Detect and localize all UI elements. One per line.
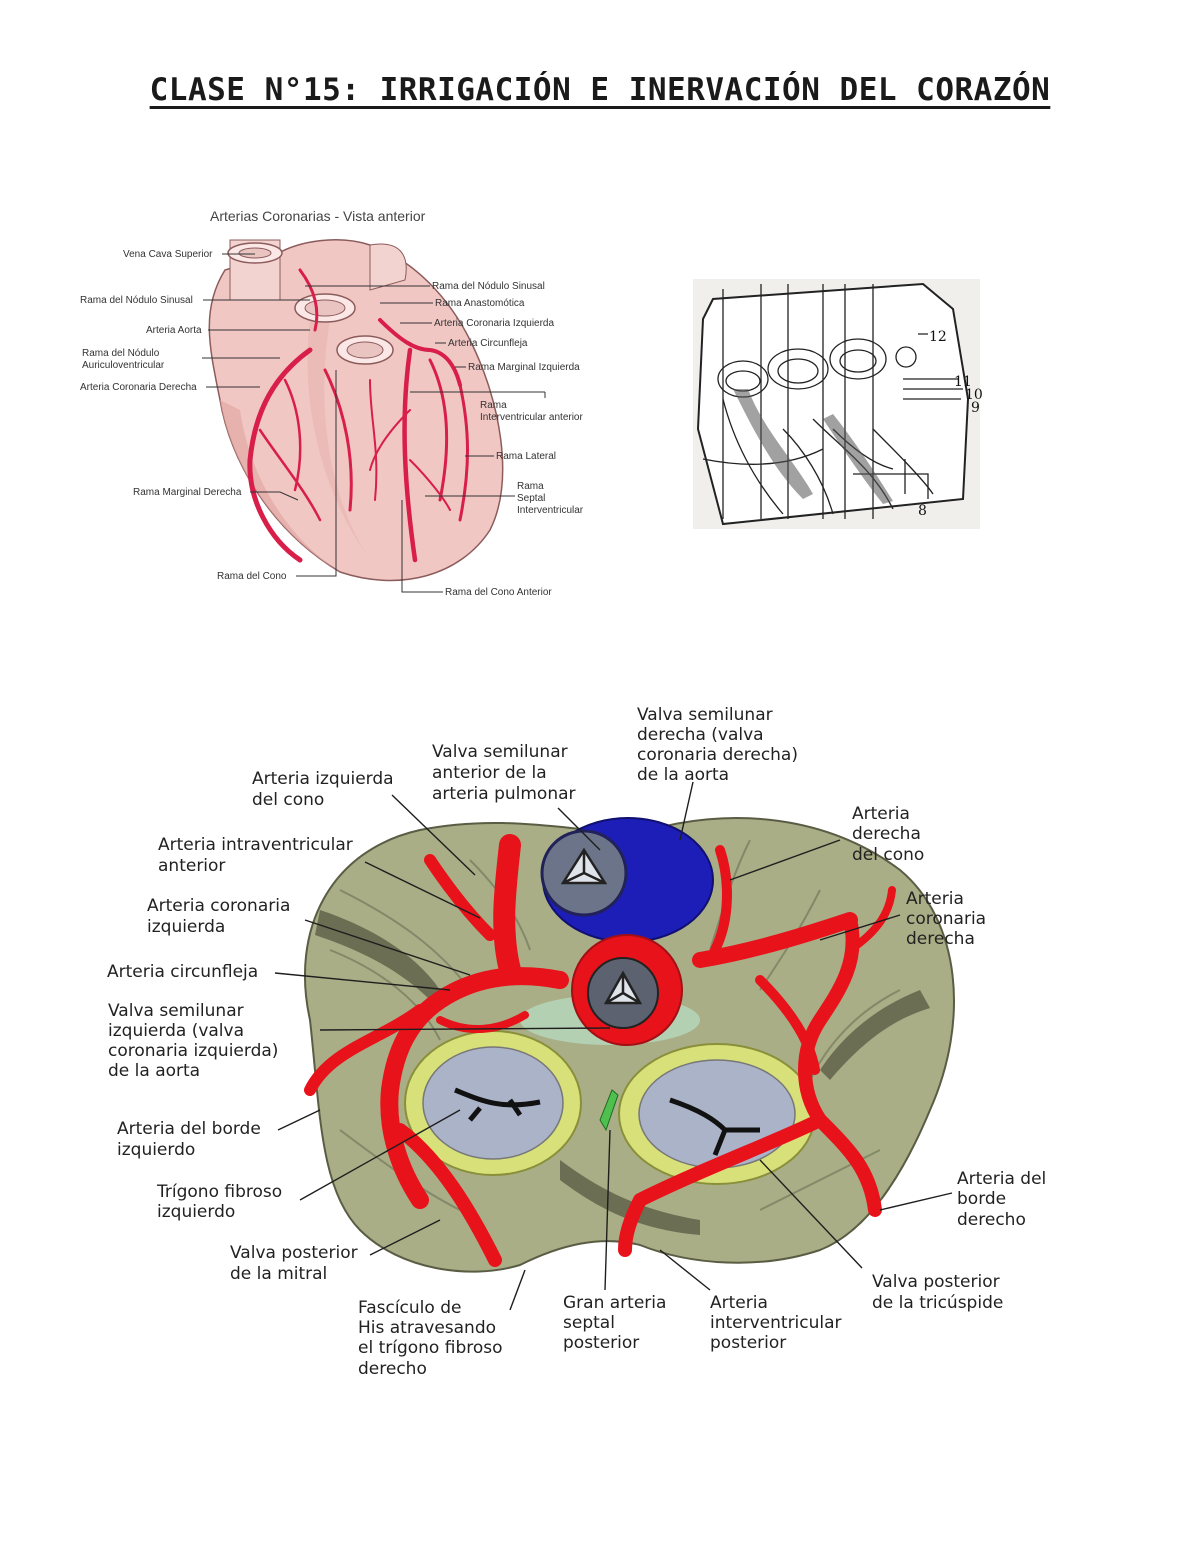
label-vena-cava-superior: Vena Cava Superior (123, 249, 213, 260)
label-rama-iv-1: Rama (480, 400, 507, 411)
label-rama-iv-2: Interventricular anterior (480, 412, 583, 423)
figure1-left-labels: Vena Cava Superior Rama del Nódulo Sinus… (80, 249, 287, 582)
label-arteria-coronaria-izquierda: Arteria Coronaria Izquierda (434, 318, 554, 329)
figure2-numbers: 12 11 10 9 8 (918, 329, 983, 519)
label-arteria-borde-derecho: Arteria del borde derecho (957, 1169, 1052, 1230)
label-rama-anastomotica: Rama Anastomótica (435, 298, 525, 309)
label-trigono-fibroso-izquierdo: Trígono fibroso izquierdo (156, 1182, 288, 1222)
label-arteria-interventricular-posterior: Arteria interventricular posterior (710, 1293, 847, 1353)
figure1-right-labels: Rama del Nódulo Sinusal Rama Anastomótic… (432, 281, 584, 598)
label-arteria-aorta: Arteria Aorta (146, 325, 202, 336)
label-arteria-derecha-cono: Arteria derecha del cono (852, 804, 926, 865)
label-gran-arteria-septal: Gran arteria septal posterior (563, 1293, 672, 1353)
label-fasciculo-his: Fascículo de His atravesando el trígono … (358, 1298, 508, 1379)
label-valva-semilunar-izquierda: Valva semilunar izquierda (valva coronar… (108, 1001, 284, 1081)
label-arteria-borde-izquierdo: Arteria del borde izquierdo (117, 1119, 266, 1160)
label-rama-septal-3: Interventricular (517, 505, 584, 516)
label-rama-del-cono: Rama del Cono (217, 571, 287, 582)
label-arteria-intraventricular-anterior: Arteria intraventricular anterior (158, 835, 358, 876)
label-valva-posterior-mitral: Valva posterior de la mitral (230, 1243, 363, 1284)
label-rama-nodulo-av-1: Rama del Nódulo (82, 348, 160, 359)
label-arteria-izquierda-cono: Arteria izquierda del cono (252, 769, 399, 810)
number-8: 8 (918, 503, 927, 519)
label-arteria-coronaria-derecha-f3: Arteria coronaria derecha (906, 889, 992, 949)
coronary-arteries-figure: Arterias Coronarias - Vista anterior Ven… (80, 208, 584, 598)
figure3-bottom-labels: Fascículo de His atravesando el trígono … (358, 1293, 847, 1379)
page-title: CLASE N°15: IRRIGACIÓN E INERVACIÓN DEL … (149, 72, 1051, 108)
figure1-title: Arterias Coronarias - Vista anterior (210, 208, 426, 224)
figure3-top-labels: Valva semilunar anterior de la arteria p… (432, 705, 803, 804)
label-arteria-coronaria-izquierda-f3: Arteria coronaria izquierda (147, 896, 296, 937)
label-rama-septal-2: Septal (517, 493, 545, 504)
label-arteria-circunfleja-f3: Arteria circunfleja (107, 962, 258, 982)
label-rama-septal-1: Rama (517, 481, 544, 492)
label-rama-nodulo-sinusal-left: Rama del Nódulo Sinusal (80, 295, 193, 306)
label-valva-posterior-tricuspide: Valva posterior de la tricúspide (872, 1272, 1005, 1313)
number-12: 12 (929, 329, 947, 345)
figure3-right-labels: Arteria derecha del cono Arteria coronar… (852, 804, 1052, 1313)
label-rama-marginal-izquierda: Rama Marginal Izquierda (468, 362, 580, 373)
label-arteria-circunfleja: Arteria Circunfleja (448, 338, 528, 349)
number-10: 10 (965, 387, 983, 403)
number-11: 11 (954, 374, 972, 390)
heart-base-figure: Arteria izquierda del cono Arteria intra… (107, 705, 1052, 1379)
number-9: 9 (971, 400, 980, 416)
label-rama-nodulo-av-2: Auriculoventricular (82, 360, 165, 371)
label-arteria-coronaria-derecha: Arteria Coronaria Derecha (80, 382, 197, 393)
figure3-left-labels: Arteria izquierda del cono Arteria intra… (107, 769, 399, 1284)
valve-sketch-figure: 12 11 10 9 8 (693, 279, 983, 529)
label-rama-cono-anterior: Rama del Cono Anterior (445, 587, 552, 598)
label-valva-semilunar-derecha: Valva semilunar derecha (valva coronaria… (637, 705, 803, 785)
label-rama-lateral: Rama Lateral (496, 451, 556, 462)
label-rama-nodulo-sinusal-right: Rama del Nódulo Sinusal (432, 281, 545, 292)
label-valva-semilunar-pulmonar: Valva semilunar anterior de la arteria p… (432, 742, 576, 804)
label-rama-marginal-derecha: Rama Marginal Derecha (133, 487, 242, 498)
